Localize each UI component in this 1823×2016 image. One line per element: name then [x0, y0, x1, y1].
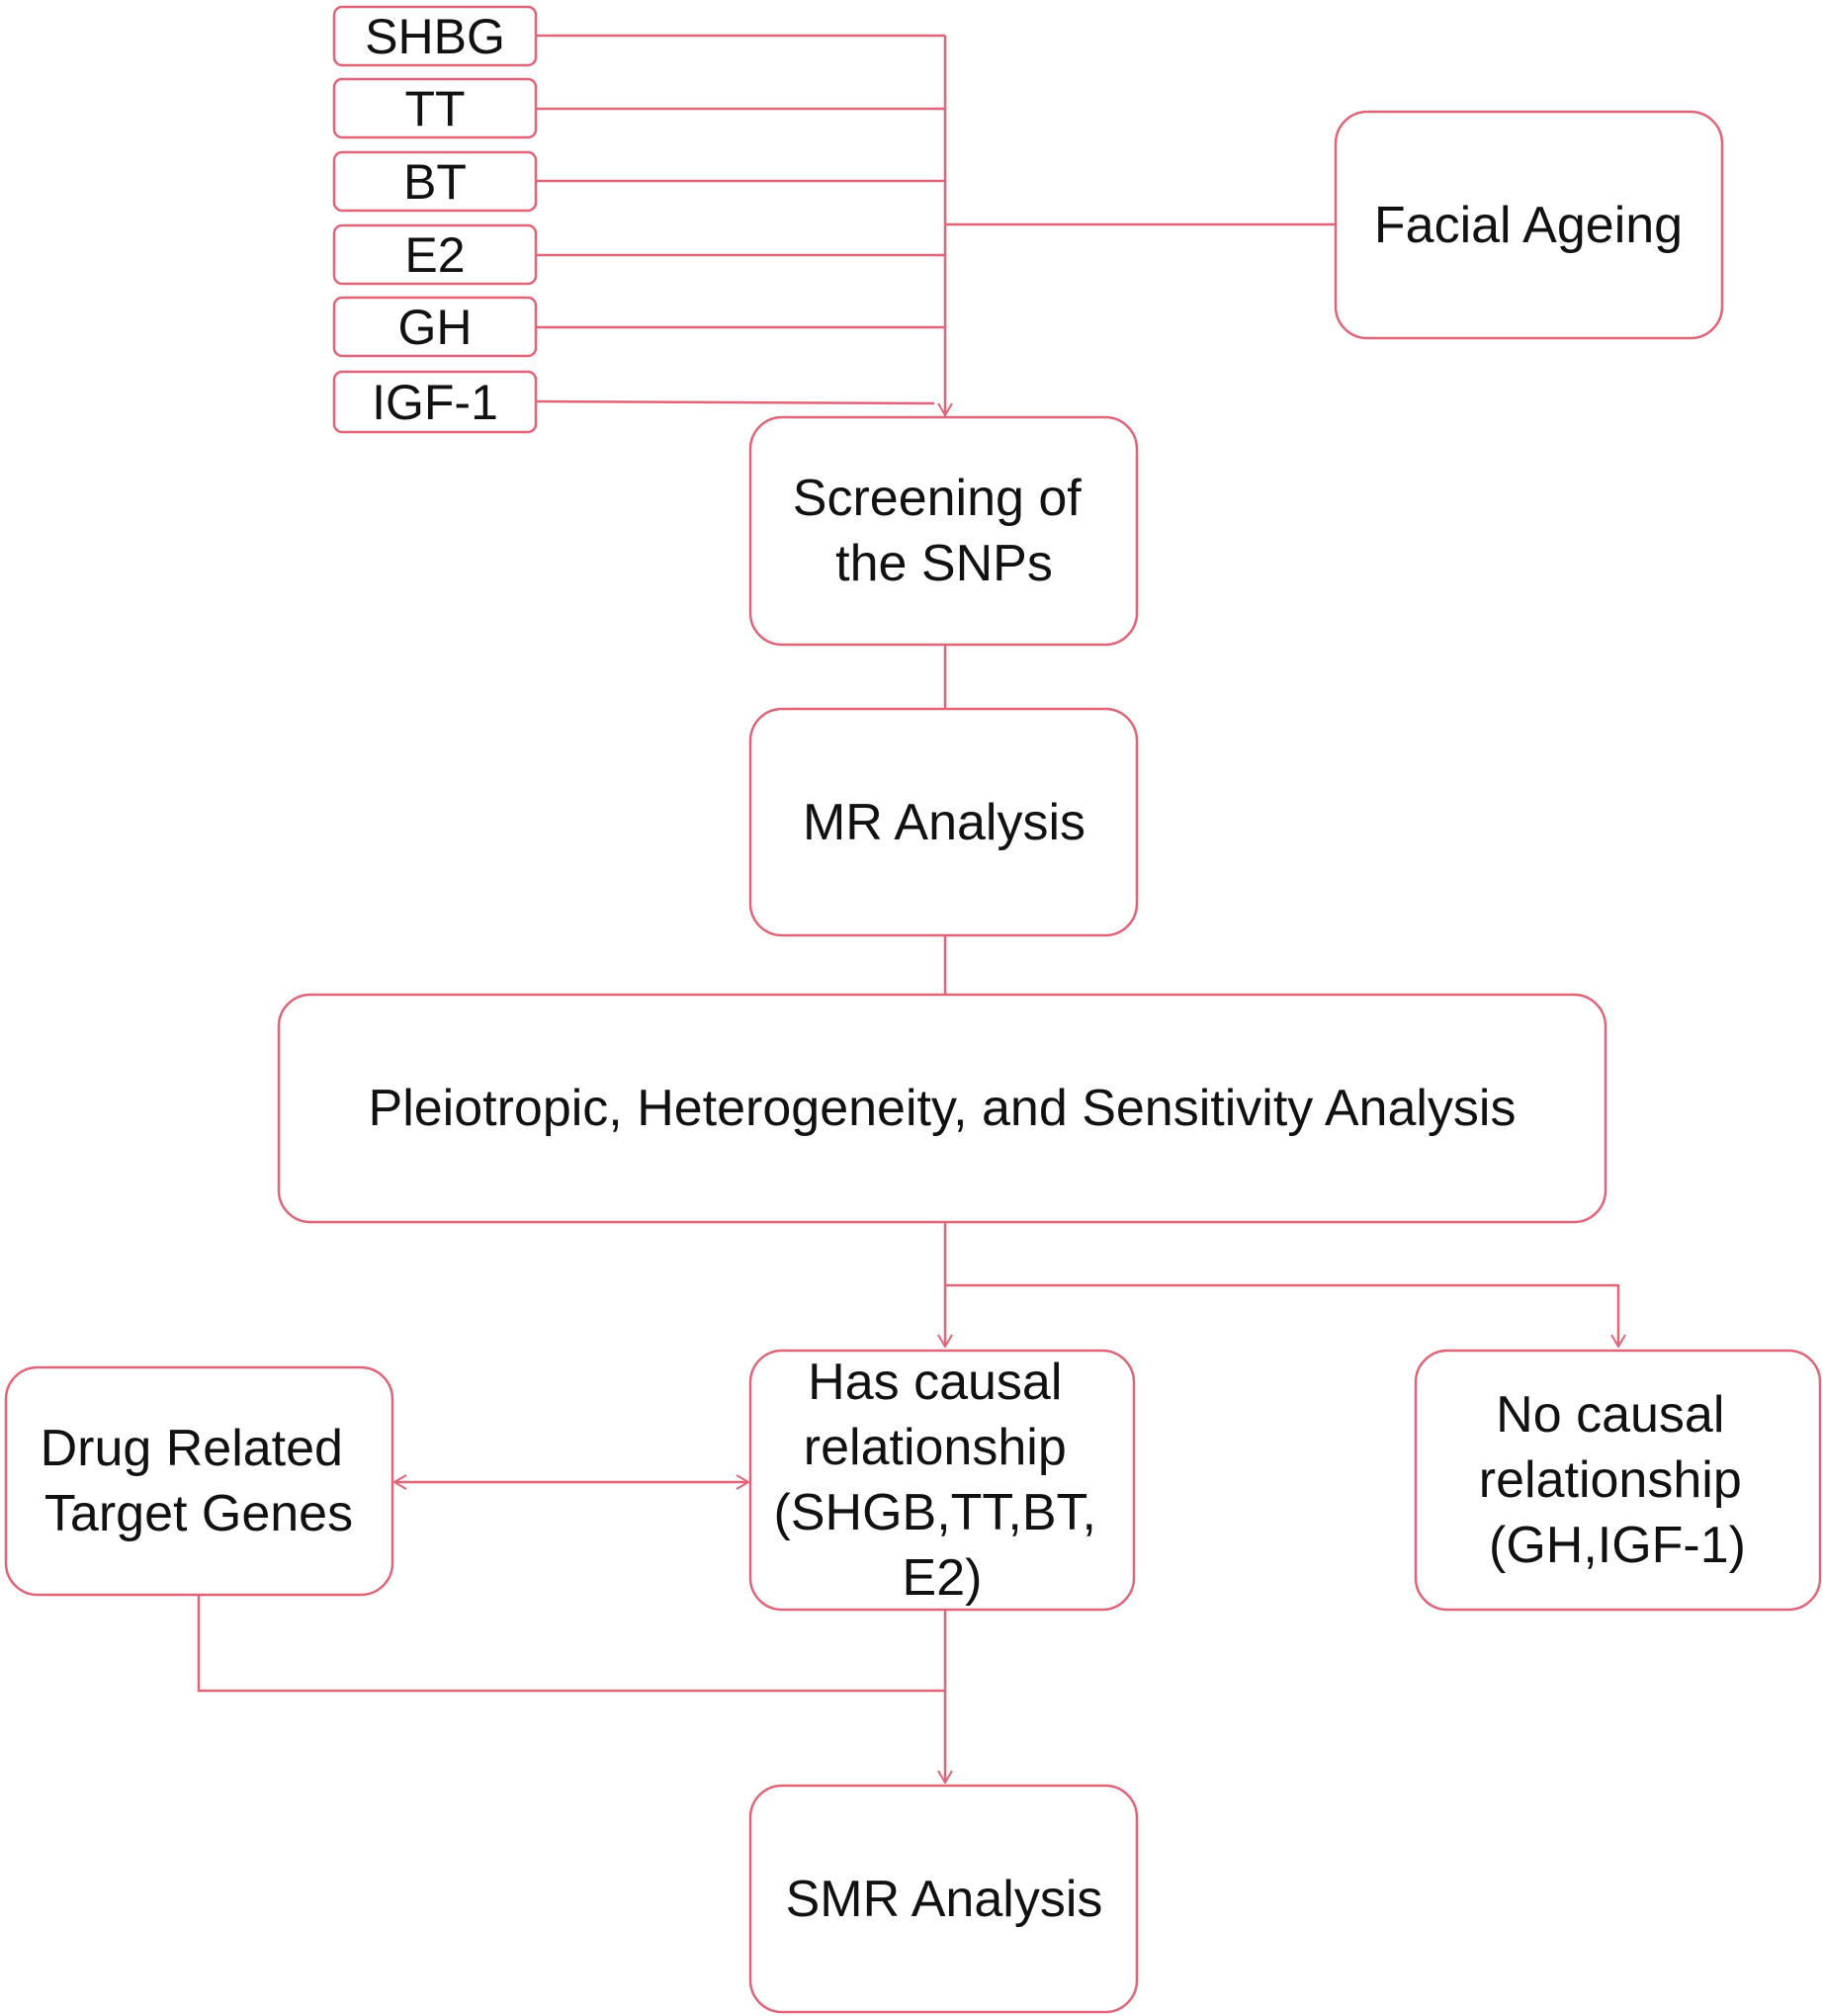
sensitivity-analysis-label: Pleiotropic, Heterogeneity, and Sensitiv…: [369, 1080, 1517, 1137]
sensitivity-analysis-box: Pleiotropic, Heterogeneity, and Sensitiv…: [277, 993, 1607, 1224]
drug-target-genes-label: Drug Related Target Genes: [41, 1420, 358, 1542]
no-causal-label-line-1: No causal: [1496, 1386, 1724, 1444]
causal-label-line-2: relationship: [804, 1419, 1067, 1476]
causal-label-line-3: (SHGB,TT,BT,: [774, 1484, 1096, 1541]
hormone-label-bt: BT: [403, 154, 467, 210]
hormone-label-e2: E2: [404, 227, 465, 283]
no-causal-relationship-box: No causal relationship (GH,IGF-1): [1414, 1349, 1822, 1612]
causal-relationship-box: Has causal relationship (SHGB,TT,BT, E2): [748, 1349, 1136, 1612]
hormone-label-tt: TT: [404, 81, 465, 136]
no-causal-label-line-3: (GH,IGF-1): [1489, 1517, 1746, 1574]
hormone-box-shbg: SHBG: [332, 5, 538, 67]
screening-box: Screening of the SNPs: [748, 415, 1139, 647]
no-causal-relationship-label: No causal relationship (GH,IGF-1): [1479, 1386, 1756, 1574]
arrow-to-no-causal: [945, 1283, 1618, 1347]
hormone-box-gh: GH: [332, 296, 538, 358]
hormone-box-igf1: IGF-1: [332, 370, 538, 434]
drug-target-genes-box: Drug Related Target Genes: [4, 1365, 394, 1597]
connector-drug-smr: [197, 1595, 945, 1693]
hormone-box-bt: BT: [332, 150, 538, 213]
screening-label-line-1: Screening of: [793, 470, 1083, 527]
hormone-label-shbg: SHBG: [365, 9, 505, 64]
facial-ageing-box: Facial Ageing: [1334, 110, 1724, 340]
drug-label-line-2: Target Genes: [44, 1485, 353, 1542]
smr-analysis-label: SMR Analysis: [786, 1871, 1103, 1928]
hormone-label-gh: GH: [398, 300, 473, 355]
mr-analysis-label: MR Analysis: [803, 794, 1085, 851]
hormone-box-e2: E2: [332, 223, 538, 286]
causal-relationship-label: Has causal relationship (SHGB,TT,BT, E2): [774, 1354, 1111, 1607]
connector-igf1: [535, 399, 935, 405]
smr-analysis-box: SMR Analysis: [748, 1784, 1139, 2014]
screening-label-line-2: the SNPs: [835, 535, 1053, 592]
causal-label-line-1: Has causal: [808, 1354, 1062, 1411]
mr-analysis-box: MR Analysis: [748, 707, 1139, 937]
causal-label-line-4: E2): [903, 1549, 983, 1607]
screening-label: Screening of the SNPs: [793, 470, 1095, 592]
facial-ageing-label: Facial Ageing: [1374, 197, 1683, 254]
hormone-box-tt: TT: [332, 77, 538, 139]
hormone-label-igf1: IGF-1: [372, 375, 498, 430]
drug-label-line-1: Drug Related: [41, 1420, 343, 1477]
no-causal-label-line-2: relationship: [1479, 1451, 1742, 1509]
